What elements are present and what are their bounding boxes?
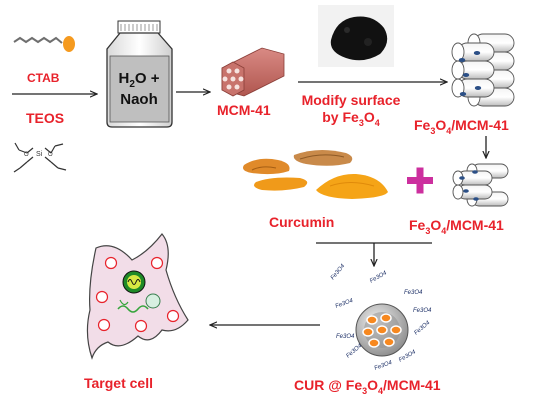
fe3o4-mcm41-label-mid: Fe3O4/MCM-41 — [409, 217, 504, 236]
curcumin-photo — [243, 149, 388, 199]
svg-text:Fe3O4: Fe3O4 — [369, 270, 388, 285]
fe3o4-powder-photo — [318, 5, 394, 67]
reaction-jar — [106, 20, 173, 128]
curcumin-label: Curcumin — [269, 214, 335, 230]
modify-surface-label: Modify surface by Fe3O4 — [301, 92, 401, 128]
svg-text:Fe3O4: Fe3O4 — [413, 308, 432, 314]
svg-text:Fe3O4: Fe3O4 — [345, 343, 363, 360]
merge-bracket — [316, 242, 432, 266]
svg-text:Fe3O4: Fe3O4 — [374, 360, 394, 372]
target-cell — [86, 233, 189, 360]
teos-molecule: Si O O — [13, 142, 67, 173]
svg-text:Si: Si — [36, 151, 43, 158]
svg-text:Fe3O4: Fe3O4 — [335, 298, 355, 310]
target-cell-label: Target cell — [84, 375, 153, 391]
product-label: CUR @ Fe3O4/MCM-41 — [294, 377, 441, 396]
plus-icon — [407, 167, 433, 194]
fe3o4-mcm41-bundle-top — [451, 33, 515, 107]
svg-text:O: O — [24, 152, 29, 158]
ctab-label: CTAB — [27, 71, 60, 85]
svg-text:Fe3O4: Fe3O4 — [404, 290, 423, 296]
mcm41-label: MCM-41 — [217, 102, 271, 118]
fe3o4-mcm41-label-top: Fe3O4/MCM-41 — [414, 117, 509, 136]
svg-text:Fe3O4: Fe3O4 — [413, 320, 431, 337]
cur-loaded-nanoparticle — [355, 303, 409, 357]
svg-text:Fe3O4: Fe3O4 — [330, 263, 347, 281]
teos-label: TEOS — [26, 110, 65, 126]
fe3o4-mcm41-bundle-mid — [452, 163, 509, 207]
svg-text:Fe3O4: Fe3O4 — [398, 349, 417, 364]
svg-text:O: O — [48, 152, 53, 158]
jar-contents-label: H2O + Naoh — [118, 70, 160, 108]
ctab-molecule — [13, 36, 75, 52]
mcm41-rod — [221, 47, 285, 97]
svg-text:Fe3O4: Fe3O4 — [336, 334, 355, 340]
